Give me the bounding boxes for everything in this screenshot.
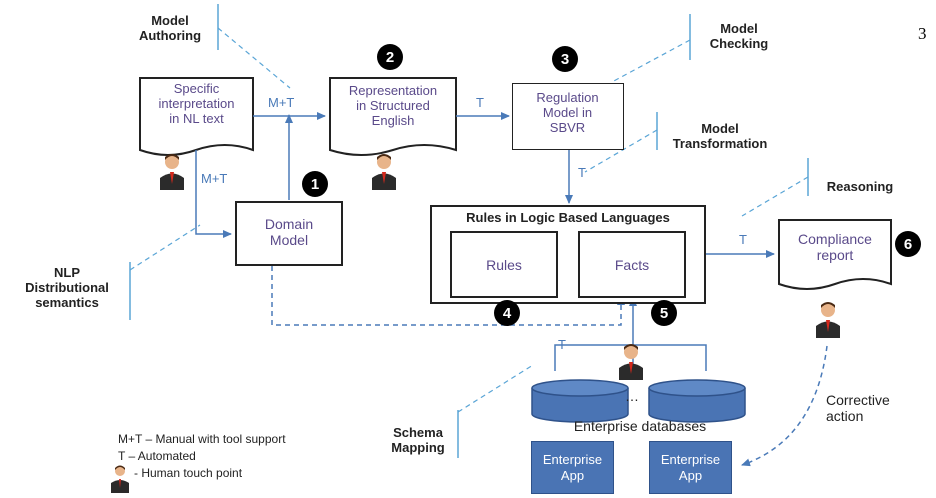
edge-label-mt-top: M+T (268, 95, 295, 110)
step-badge-1: 1 (302, 171, 328, 197)
corrective-action-label: Corrective action (826, 392, 890, 425)
annotation-reasoning: Reasoning (826, 179, 894, 194)
step-badge-3: 3 (552, 46, 578, 72)
node-compliance-report: Compliance report (798, 231, 872, 264)
database-cylinder-2 (648, 379, 746, 423)
legend-human: - Human touch point (134, 466, 243, 480)
page-number: 3 (918, 24, 927, 43)
node-specific-interpretation: Specific interpretation in NL text (158, 81, 235, 126)
node-structured-english: Representation in Structured English (348, 83, 438, 128)
annotation-model-checking: Model Checking (709, 21, 769, 51)
edge-label-t-se-sbvr: T (476, 95, 484, 110)
person-icon (816, 302, 840, 338)
legend-t: T – Automated (118, 449, 196, 463)
person-icon (372, 154, 396, 190)
leader-model-authoring (217, 27, 291, 89)
db-ellipsis: … (625, 388, 639, 404)
annotation-model-authoring: Model Authoring (138, 13, 202, 43)
database-cylinder-1 (531, 379, 629, 423)
annotation-model-transformation: Model Transformation (672, 121, 768, 151)
edge-label-t-db: T (558, 337, 566, 352)
domain-model-label: Domain Model (264, 216, 314, 249)
enterprise-app-1: Enterprise App (531, 441, 614, 494)
edge-label-t-rules-report: T (739, 232, 747, 247)
facts-label: Facts (614, 257, 650, 273)
step-badge-2: 2 (377, 44, 403, 70)
annotation-nlp: NLP Distributional semantics (25, 265, 109, 310)
rules-label: Rules (486, 257, 522, 273)
person-icon (111, 465, 129, 493)
node-rules: Rules (450, 231, 558, 298)
step-badge-5: 5 (651, 300, 677, 326)
node-regulation-model: Regulation Model in SBVR (512, 83, 624, 150)
step-badge-4: 4 (494, 300, 520, 326)
enterprise-databases-label: Enterprise databases (573, 418, 707, 434)
legend-mt: M+T – Manual with tool support (118, 432, 286, 446)
doc-structured-english (329, 77, 457, 156)
node-domain-model: Domain Model (235, 201, 343, 266)
leader-model-transformation (584, 129, 658, 173)
node-facts: Facts (578, 231, 686, 298)
person-icon (160, 154, 184, 190)
enterprise-app-1-label: Enterprise App (542, 451, 603, 483)
doc-specific-interpretation (139, 77, 254, 156)
step-badge-6: 6 (895, 231, 921, 257)
regulation-model-label: Regulation Model in SBVR (536, 90, 599, 135)
leader-schema (457, 364, 534, 413)
leader-nlp (129, 224, 201, 271)
leader-model-checking (611, 39, 691, 83)
rules-container-title: Rules in Logic Based Languages (466, 210, 670, 225)
enterprise-app-2: Enterprise App (649, 441, 732, 494)
edge-label-mt-left: M+T (201, 171, 228, 186)
enterprise-app-2-label: Enterprise App (660, 451, 721, 483)
annotation-schema-mapping: Schema Mapping (391, 425, 445, 455)
leader-reasoning (741, 176, 809, 217)
edge-label-t-sbvr-rules: T (578, 165, 586, 180)
person-icon (619, 344, 643, 380)
doc-compliance-report (778, 219, 892, 290)
